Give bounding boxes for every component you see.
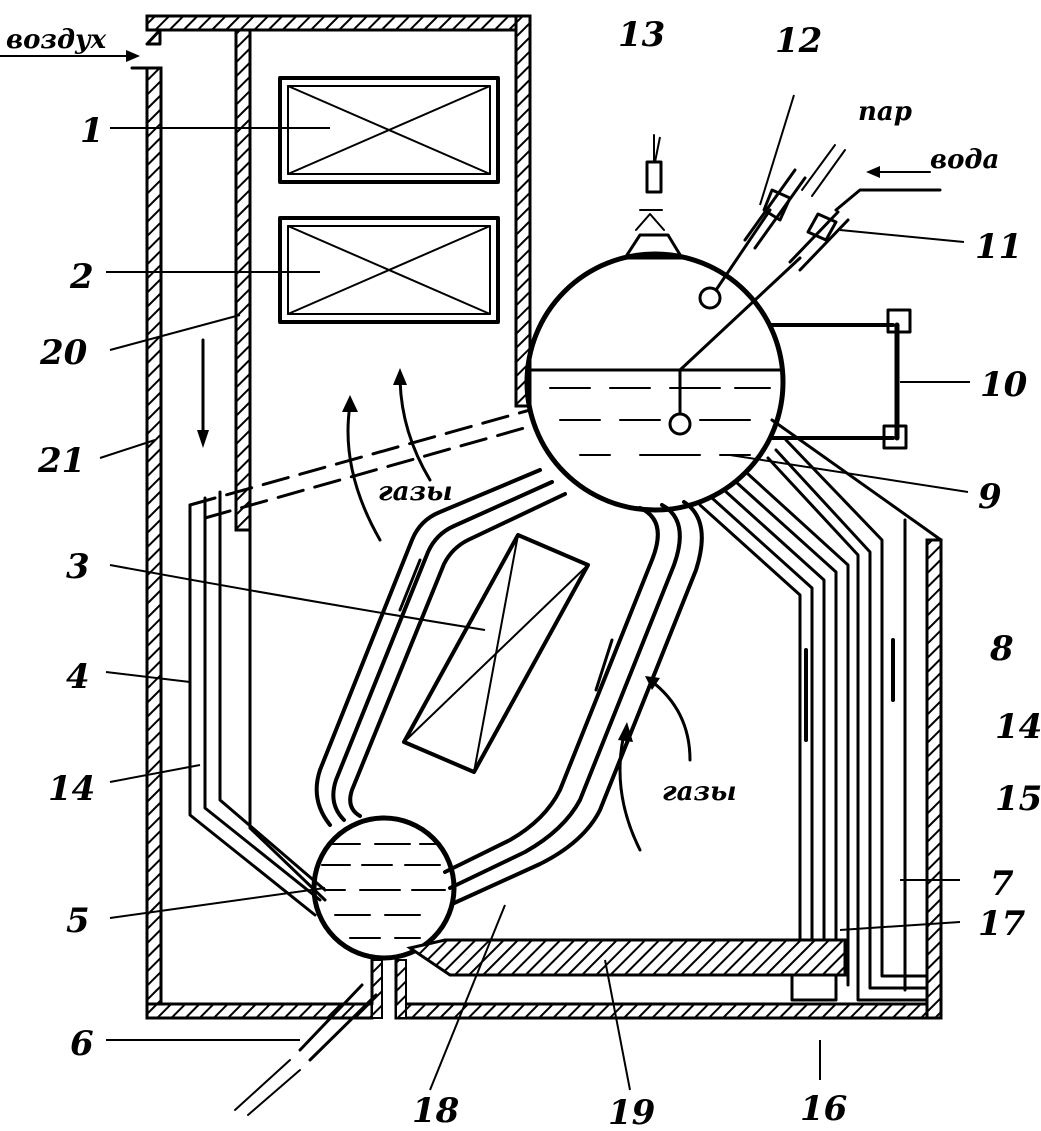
outer-casing — [130, 14, 943, 1020]
leader-lines — [99, 94, 970, 1091]
label-14-left: 14 — [48, 769, 95, 809]
label-14-right: 14 — [995, 707, 1041, 747]
water-level-gauge — [768, 308, 912, 450]
air-label: воздух — [6, 25, 107, 55]
part-labels: 1 2 3 4 5 6 7 8 9 10 11 12 13 14 14 15 1… — [37, 15, 1041, 1131]
gases-lower-label: газы — [662, 777, 737, 807]
air-flow-arrows — [197, 338, 209, 702]
air-heater-block-1 — [278, 76, 500, 184]
economizer-block-2 — [278, 216, 500, 324]
label-10: 10 — [980, 365, 1028, 405]
label-7: 7 — [990, 864, 1014, 904]
label-18: 18 — [412, 1091, 459, 1131]
label-12: 12 — [775, 21, 822, 61]
air-inlet-arrow — [0, 50, 140, 62]
label-11: 11 — [975, 227, 1022, 267]
label-15: 15 — [995, 779, 1041, 819]
label-1: 1 — [80, 111, 104, 151]
tube-bundle — [314, 468, 704, 906]
label-21: 21 — [37, 441, 85, 481]
gases-upper-label: газы — [378, 477, 453, 507]
label-8: 8 — [989, 629, 1014, 669]
water-inlet-valve-11 — [788, 166, 942, 272]
label-13: 13 — [618, 15, 665, 55]
label-3: 3 — [66, 547, 90, 587]
furnace-hearth — [406, 938, 847, 977]
lower-drum — [234, 815, 457, 1116]
steam-outlet-valve-12 — [743, 144, 846, 250]
label-20: 20 — [39, 333, 88, 373]
label-16: 16 — [800, 1089, 847, 1129]
label-2: 2 — [69, 257, 94, 297]
water-label: вода — [930, 145, 999, 175]
label-17: 17 — [978, 904, 1026, 944]
label-4: 4 — [66, 657, 90, 697]
rear-screen-tubes — [698, 418, 943, 1002]
steam-label: пар — [858, 97, 912, 127]
gas-flow-arrows — [342, 368, 692, 852]
label-9: 9 — [978, 477, 1002, 517]
upper-drum — [524, 134, 802, 513]
front-screen-tubes — [188, 408, 537, 917]
label-6: 6 — [70, 1024, 94, 1064]
label-19: 19 — [608, 1093, 655, 1131]
label-5: 5 — [66, 901, 90, 941]
